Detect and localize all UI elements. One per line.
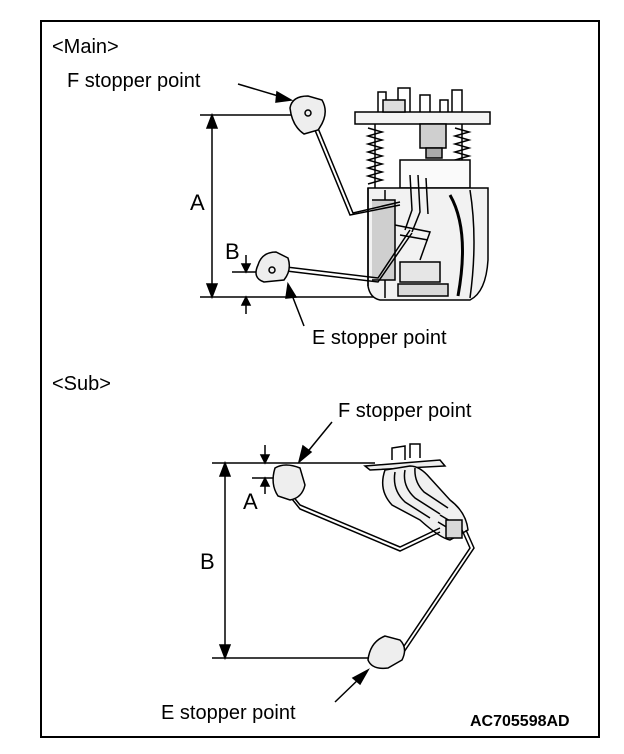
sub-f-stopper-label: F stopper point xyxy=(338,400,472,422)
sub-e-stopper-label: E stopper point xyxy=(161,702,296,724)
main-f-stopper-label: F stopper point xyxy=(67,70,201,92)
sub-float-arm xyxy=(291,494,475,653)
main-float-arm xyxy=(277,115,413,283)
sub-dimension-a-label: A xyxy=(243,489,258,514)
figure-code: AC705598AD xyxy=(470,713,570,730)
sub-dimension-b-label: B xyxy=(200,549,215,574)
sub-section-title: <Sub> xyxy=(52,373,111,395)
sub-dimension-lines xyxy=(212,445,385,661)
sub-sender-unit xyxy=(363,443,469,541)
main-dimension-a-label: A xyxy=(190,190,205,215)
main-dimension-b-label: B xyxy=(225,239,240,264)
main-fuel-pump xyxy=(354,87,491,301)
main-e-stopper-label: E stopper point xyxy=(312,327,447,349)
main-section-title: <Main> xyxy=(52,36,119,58)
sub-f-leader xyxy=(304,421,333,456)
main-f-float xyxy=(289,95,326,135)
sub-f-float xyxy=(272,464,306,501)
diagram-frame xyxy=(40,20,600,738)
main-dimension-lines xyxy=(200,112,380,314)
sub-e-float xyxy=(367,635,406,670)
